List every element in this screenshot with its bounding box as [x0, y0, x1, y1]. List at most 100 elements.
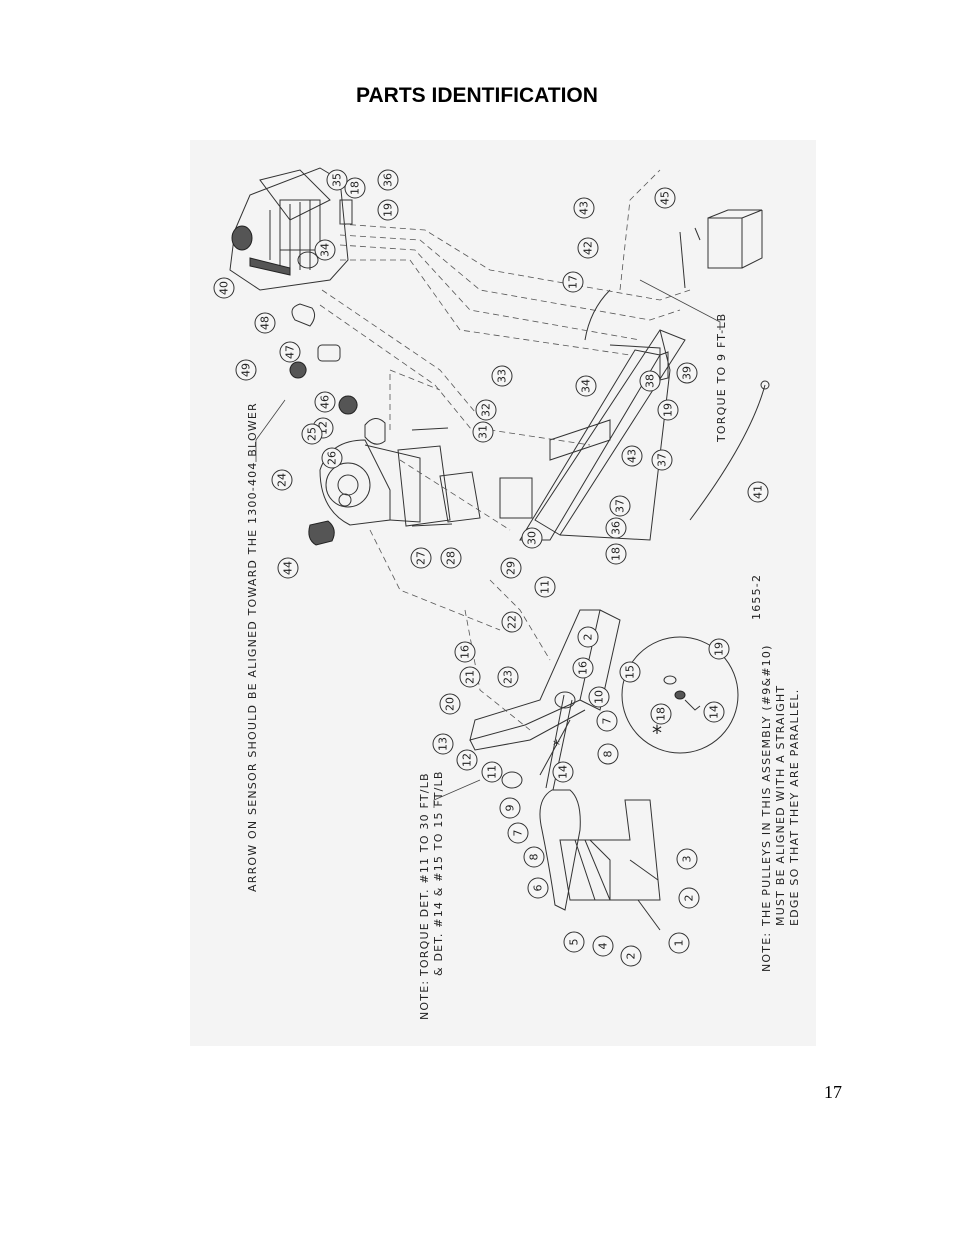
note-sensor: ARROW ON SENSOR SHOULD BE ALIGNED TOWARD… [246, 402, 259, 892]
svg-text:17: 17 [567, 275, 580, 289]
svg-text:5: 5 [568, 939, 581, 946]
callout: 45 [654, 187, 676, 209]
drawing-number: 1655-2 [750, 574, 763, 620]
svg-text:27: 27 [415, 551, 428, 565]
callout: 38 [639, 370, 661, 392]
note-torque-label: NOTE: [418, 980, 431, 1020]
callout: 34 [314, 239, 336, 261]
callout: 20 [439, 693, 461, 715]
callout: 32 [475, 399, 497, 421]
svg-text:19: 19 [713, 642, 726, 656]
callouts: 1 2 2 2 3 4 5 6 7 7 8 8 9 10 11 11 12 12… [213, 169, 769, 967]
svg-text:2: 2 [582, 634, 595, 641]
svg-text:9: 9 [504, 805, 517, 812]
callout: 40 [213, 277, 235, 299]
callout: 39 [676, 362, 698, 384]
callout: 44 [277, 557, 299, 579]
cables [584, 227, 770, 931]
svg-text:33: 33 [496, 369, 509, 383]
callout: 37 [651, 449, 673, 471]
svg-text:16: 16 [459, 645, 472, 659]
svg-text:30: 30 [526, 531, 539, 545]
svg-text:43: 43 [578, 201, 591, 215]
svg-text:34: 34 [580, 379, 593, 393]
svg-text:14: 14 [557, 765, 570, 779]
svg-text:11: 11 [539, 580, 552, 594]
svg-text:19: 19 [662, 403, 675, 417]
note-pulley-label: NOTE: [760, 932, 773, 972]
callout: 47 [279, 341, 301, 363]
svg-text:14: 14 [708, 705, 721, 719]
note-pulley-line3: EDGE SO THAT THEY ARE PARALLEL. [788, 689, 801, 926]
svg-text:18: 18 [655, 707, 668, 721]
svg-text:37: 37 [656, 453, 669, 467]
callout: 22 [501, 611, 523, 633]
callout: 37 [609, 495, 631, 517]
svg-text:34: 34 [319, 243, 332, 257]
callout: 16 [454, 641, 476, 663]
callout: 10 [588, 686, 610, 708]
callout: 18 [650, 703, 672, 725]
svg-text:37: 37 [614, 499, 627, 513]
callout: 18 [344, 177, 366, 199]
note-pulley-line2: MUST BE ALIGNED WITH A STRAIGHT [774, 685, 787, 926]
svg-text:47: 47 [284, 345, 297, 359]
callout: 12 [456, 749, 478, 771]
svg-text:36: 36 [610, 521, 623, 535]
callout: 18 [605, 543, 627, 565]
callout: 48 [254, 312, 276, 334]
alignment-lines [319, 169, 691, 731]
callout: 31 [472, 421, 494, 443]
callout: 19 [708, 638, 730, 660]
callout: 42 [577, 237, 599, 259]
mounting-plates [397, 427, 481, 527]
callout: 26 [321, 447, 343, 469]
callout: 23 [497, 666, 519, 688]
callout: 11 [534, 576, 556, 598]
belt-asterisk: * [553, 738, 561, 754]
svg-text:11: 11 [486, 765, 499, 779]
svg-text:42: 42 [582, 241, 595, 255]
callout: 46 [314, 391, 336, 413]
callout: 34 [575, 375, 597, 397]
svg-text:36: 36 [382, 173, 395, 187]
svg-text:46: 46 [319, 395, 332, 409]
torque9-leader [639, 279, 721, 330]
callout: 43 [621, 445, 643, 467]
note-torque-line2: & DET. #14 & #15 TO 15 FT/LB [432, 770, 445, 976]
svg-text:7: 7 [601, 718, 614, 725]
callout: 49 [235, 359, 257, 381]
hose-fittings [289, 303, 386, 445]
svg-text:38: 38 [644, 374, 657, 388]
callout: 19 [377, 199, 399, 221]
svg-text:25: 25 [306, 427, 319, 441]
callout: 28 [440, 547, 462, 569]
svg-text:3: 3 [681, 856, 694, 863]
callout: 9 [499, 797, 521, 819]
svg-text:41: 41 [752, 485, 765, 499]
svg-text:13: 13 [437, 737, 450, 751]
note-torque-9: TORQUE TO 9 FT-LB [715, 313, 728, 443]
parts-diagram: ARROW ON SENSOR SHOULD BE ALIGNED TOWARD… [190, 140, 816, 1046]
page-number: 17 [824, 1082, 842, 1102]
detail-asterisk: * [652, 721, 663, 745]
callout: 33 [491, 365, 513, 387]
svg-text:45: 45 [659, 191, 672, 205]
svg-text:6: 6 [532, 885, 545, 892]
callout: 25 [301, 423, 323, 445]
svg-text:23: 23 [502, 670, 515, 684]
callout: 2 [678, 887, 700, 909]
battery-icon [707, 209, 763, 269]
svg-text:40: 40 [218, 281, 231, 295]
callout: 29 [500, 557, 522, 579]
callout: 3 [676, 848, 698, 870]
svg-text:48: 48 [259, 316, 272, 330]
svg-text:21: 21 [464, 670, 477, 684]
svg-text:2: 2 [683, 895, 696, 902]
sensor-leader [255, 399, 286, 462]
svg-text:44: 44 [282, 561, 295, 575]
torque-leader [433, 779, 481, 808]
svg-text:20: 20 [444, 697, 457, 711]
callout: 4 [592, 935, 614, 957]
callout: 1 [668, 932, 690, 954]
